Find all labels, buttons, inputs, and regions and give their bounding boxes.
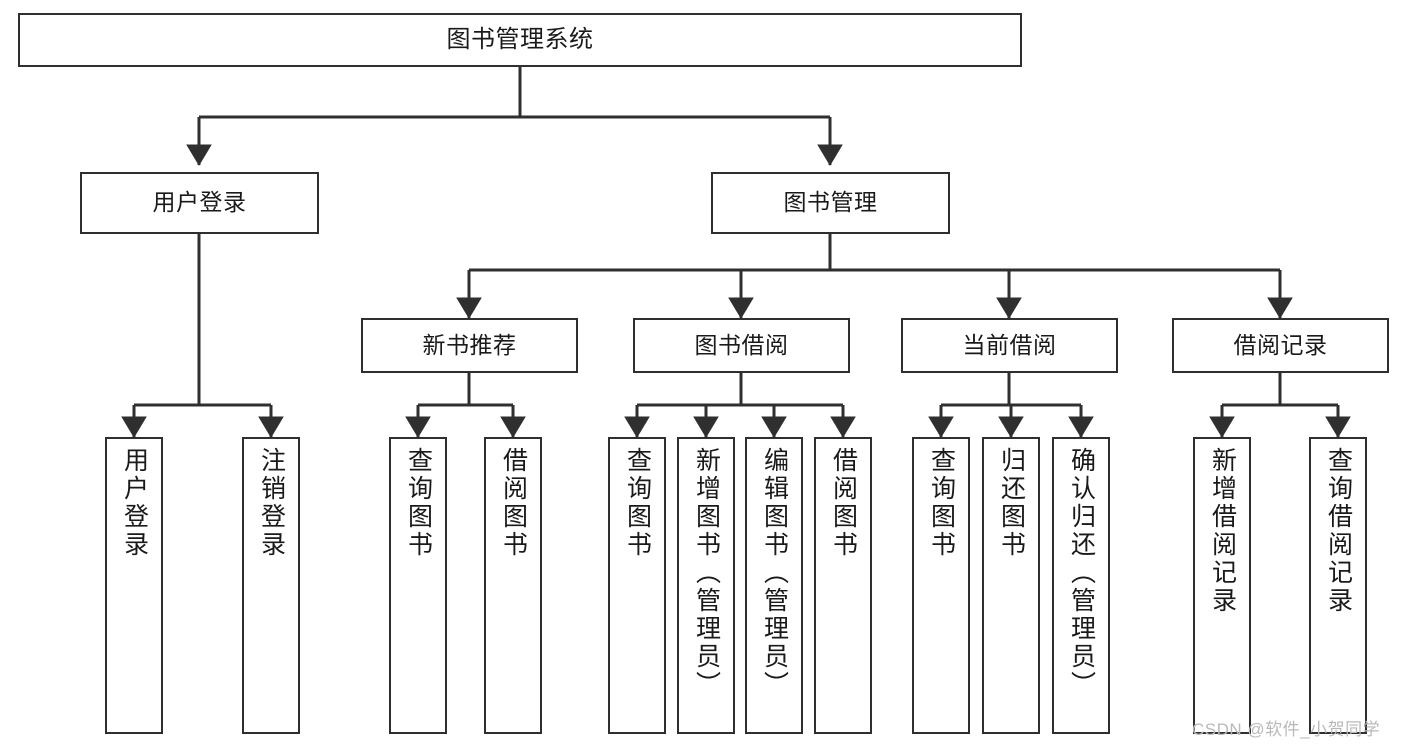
node-label: 确认归还（管理员）	[1067, 447, 1096, 699]
node-borrow-record[interactable]: 借阅记录	[1172, 318, 1389, 373]
node-label: 图书管理系统	[446, 25, 594, 53]
leaf-current-borrow-return[interactable]: 归还图书	[982, 437, 1040, 734]
leaf-book-borrow-borrow[interactable]: 借阅图书	[814, 437, 872, 734]
node-label: 新增借阅记录	[1208, 447, 1237, 615]
node-label: 归还图书	[997, 447, 1026, 559]
node-book-management[interactable]: 图书管理	[711, 172, 950, 234]
leaf-new-book-borrow[interactable]: 借阅图书	[484, 437, 542, 734]
leaf-current-borrow-confirm-return[interactable]: 确认归还（管理员）	[1052, 437, 1110, 734]
node-label: 查询图书	[927, 447, 956, 559]
node-label: 借阅记录	[1233, 331, 1328, 358]
node-label: 当前借阅	[962, 331, 1057, 358]
leaf-current-borrow-query[interactable]: 查询图书	[912, 437, 970, 734]
leaf-borrow-record-query[interactable]: 查询借阅记录	[1309, 437, 1367, 734]
node-label: 新增图书（管理员）	[692, 447, 721, 699]
node-new-book-recommend[interactable]: 新书推荐	[361, 318, 578, 373]
node-label: 新书推荐	[422, 331, 517, 358]
leaf-user-login-login[interactable]: 用户登录	[105, 437, 163, 734]
node-label: 查询图书	[404, 447, 433, 559]
node-user-login[interactable]: 用户登录	[80, 172, 319, 234]
node-label: 借阅图书	[829, 447, 858, 559]
node-label: 图书借阅	[694, 331, 789, 358]
node-label: 编辑图书（管理员）	[760, 447, 789, 699]
node-label: 注销登录	[257, 447, 286, 559]
node-label: 查询图书	[623, 447, 652, 559]
leaf-book-borrow-add[interactable]: 新增图书（管理员）	[677, 437, 735, 734]
node-label: 用户登录	[120, 447, 149, 559]
leaf-book-borrow-edit[interactable]: 编辑图书（管理员）	[745, 437, 803, 734]
node-book-borrow[interactable]: 图书借阅	[633, 318, 850, 373]
node-root-system[interactable]: 图书管理系统	[18, 13, 1022, 67]
leaf-book-borrow-query[interactable]: 查询图书	[608, 437, 666, 734]
node-label: 查询借阅记录	[1324, 447, 1353, 615]
leaf-user-login-logout[interactable]: 注销登录	[242, 437, 300, 734]
node-label: 用户登录	[152, 189, 247, 216]
leaf-borrow-record-add[interactable]: 新增借阅记录	[1193, 437, 1251, 734]
node-label: 借阅图书	[499, 447, 528, 559]
node-label: 图书管理	[783, 189, 878, 216]
node-current-borrow[interactable]: 当前借阅	[901, 318, 1118, 373]
leaf-new-book-query[interactable]: 查询图书	[389, 437, 447, 734]
csdn-watermark: CSDN @软件_小贺同学	[1192, 720, 1381, 739]
